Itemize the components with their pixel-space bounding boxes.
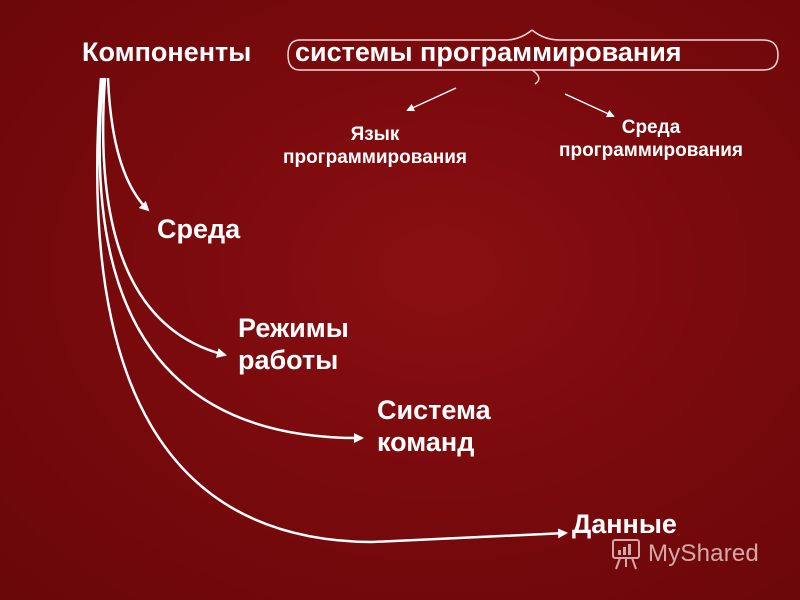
title-bracket — [287, 29, 779, 85]
watermark: MyShared — [610, 536, 759, 572]
arrow-to-modes — [101, 77, 227, 358]
component-environment: Среда — [157, 214, 241, 244]
component-data: Данные — [572, 509, 677, 539]
language-label: Язык программирования — [282, 124, 468, 168]
presentation-board-icon — [612, 539, 640, 570]
component-commands: Система команд — [377, 395, 491, 458]
arrow-to-environment — [564, 93, 615, 118]
arrow-to-data — [95, 77, 568, 544]
watermark-text: MyShared — [648, 540, 759, 567]
arrow-to-commands — [98, 77, 364, 444]
component-modes: Режимы работы — [238, 313, 349, 376]
title-word: Компоненты — [82, 37, 252, 67]
title-rest: системы программирования — [295, 37, 682, 67]
arrow-to-language — [406, 87, 457, 112]
environment-label: Среда программирования — [558, 117, 744, 161]
arrow-to-sreda — [106, 77, 150, 212]
